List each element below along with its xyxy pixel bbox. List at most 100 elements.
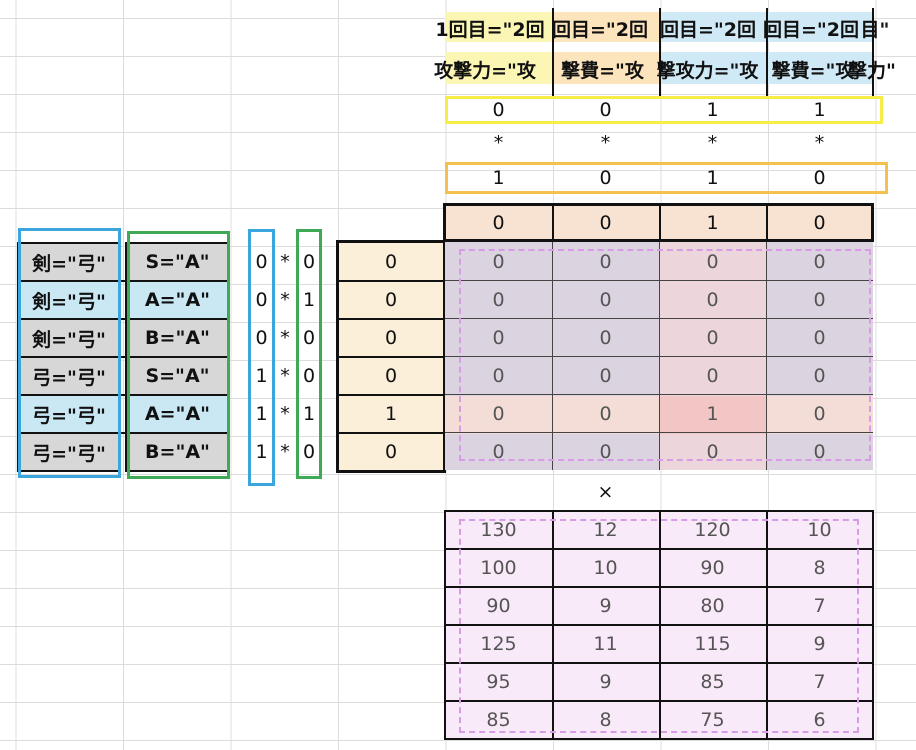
header-row-1-cell: 回目="2回 xyxy=(659,18,757,41)
product-cell: 0 xyxy=(599,212,612,234)
flag-b-cell: 1 xyxy=(706,167,719,189)
rank-row-bg xyxy=(127,358,228,394)
b-value: 0 xyxy=(302,327,316,349)
b-value: 1 xyxy=(302,289,316,311)
value-cell: 80 xyxy=(700,595,725,617)
value-cell: 125 xyxy=(480,633,517,655)
product-divider xyxy=(552,205,554,241)
rank-label: B="A" xyxy=(145,441,210,463)
weapon-label: 剣="弓" xyxy=(32,290,106,313)
value-cell: 6 xyxy=(813,709,826,731)
value-cell: 85 xyxy=(700,671,725,693)
rank-label: S="A" xyxy=(145,365,210,387)
value-cell: 8 xyxy=(599,709,612,731)
b-frame-green xyxy=(296,229,322,479)
value-dashed-outline xyxy=(459,519,859,733)
value-row-divider xyxy=(444,586,874,588)
mask-highlight-cell xyxy=(659,396,766,434)
header-band-1-yellow xyxy=(445,12,553,42)
header-band-2-orange xyxy=(553,52,660,84)
left-row-divider xyxy=(17,394,230,396)
mask-cell: 0 xyxy=(492,289,505,311)
header-row-2-cell: 攻撃力="攻 xyxy=(434,59,536,82)
rank-frame-green xyxy=(127,231,230,479)
mask-cell: 0 xyxy=(813,289,826,311)
weapon-frame-blue xyxy=(18,228,121,478)
header-row-2-cell: 撃費="攻 xyxy=(771,59,855,82)
value-cell: 90 xyxy=(700,557,725,579)
rank-row-bg xyxy=(127,244,228,280)
result-row-divider xyxy=(336,356,446,358)
star-cell: * xyxy=(493,132,504,154)
mask-cell: 1 xyxy=(706,403,719,425)
mask-cell: 0 xyxy=(599,441,612,463)
b-value: 1 xyxy=(302,403,316,425)
op-value: * xyxy=(280,327,290,349)
header-band-1-orange xyxy=(553,12,660,42)
weapon-row-bg xyxy=(19,244,119,280)
rank-label: A="A" xyxy=(144,403,211,425)
flag-b-cell: 1 xyxy=(492,167,505,189)
mask-cell: 0 xyxy=(813,441,826,463)
mask-cell: 0 xyxy=(706,327,719,349)
left-row-divider xyxy=(17,432,230,434)
header-row-1-cell: 目" xyxy=(860,18,890,41)
value-cell: 7 xyxy=(813,671,826,693)
value-cell: 100 xyxy=(480,557,517,579)
result-row-divider xyxy=(336,394,446,396)
header-row-1-cell: 回目="2回 xyxy=(762,18,860,41)
product-row xyxy=(443,203,874,242)
value-row-divider xyxy=(444,624,874,626)
weapon-row-bg xyxy=(19,282,119,318)
value-cell: 9 xyxy=(599,671,612,693)
value-cell: 10 xyxy=(807,519,832,541)
mask-cell: 0 xyxy=(706,289,719,311)
op-value: * xyxy=(280,365,290,387)
value-cell: 95 xyxy=(486,671,511,693)
value-cell: 120 xyxy=(694,519,731,541)
mask-row-divider xyxy=(445,394,873,395)
mask-cell: 0 xyxy=(599,365,612,387)
mask-cell: 0 xyxy=(706,365,719,387)
result-value: 0 xyxy=(384,289,398,311)
header-divider xyxy=(552,8,554,98)
result-row-divider xyxy=(336,318,446,320)
weapon-label: 剣="弓" xyxy=(32,328,106,351)
mask-cell: 0 xyxy=(813,365,826,387)
left-row-divider xyxy=(17,318,230,320)
value-cell: 85 xyxy=(486,709,511,731)
times-symbol: × xyxy=(597,481,614,503)
product-cell: 0 xyxy=(492,212,505,234)
mask-cell: 0 xyxy=(599,327,612,349)
mask-row-divider xyxy=(445,356,873,357)
mask-row-divider xyxy=(445,318,873,319)
flag-a-cell: 1 xyxy=(813,99,826,121)
result-value: 0 xyxy=(384,441,398,463)
star-cell: * xyxy=(600,132,611,154)
header-divider xyxy=(872,8,874,98)
b-value: 0 xyxy=(302,365,316,387)
mask-cell: 0 xyxy=(492,251,505,273)
product-cell: 1 xyxy=(706,212,719,234)
result-value: 0 xyxy=(384,365,398,387)
value-cell: 12 xyxy=(593,519,618,541)
a-value: 0 xyxy=(255,289,268,311)
result-row-divider xyxy=(336,280,446,282)
weapon-row-bg xyxy=(19,434,119,470)
star-cell: * xyxy=(814,132,825,154)
value-cell: 9 xyxy=(813,633,826,655)
op-value: * xyxy=(280,289,290,311)
header-row-2-cell: 撃費="攻 xyxy=(561,59,644,82)
mask-cell: 0 xyxy=(813,251,826,273)
weapon-label: 弓="弓" xyxy=(32,404,106,427)
a-value: 0 xyxy=(255,251,268,273)
value-cell: 75 xyxy=(700,709,725,731)
mask-cell: 0 xyxy=(599,403,612,425)
mask-cell: 0 xyxy=(492,403,505,425)
left-row-divider xyxy=(17,356,230,358)
weapon-row-bg xyxy=(19,320,119,356)
value-row-divider xyxy=(444,700,874,702)
header-row-2-cell: 撃攻力="攻 xyxy=(656,59,759,82)
mask-cell: 0 xyxy=(599,289,612,311)
op-value: * xyxy=(280,441,290,463)
